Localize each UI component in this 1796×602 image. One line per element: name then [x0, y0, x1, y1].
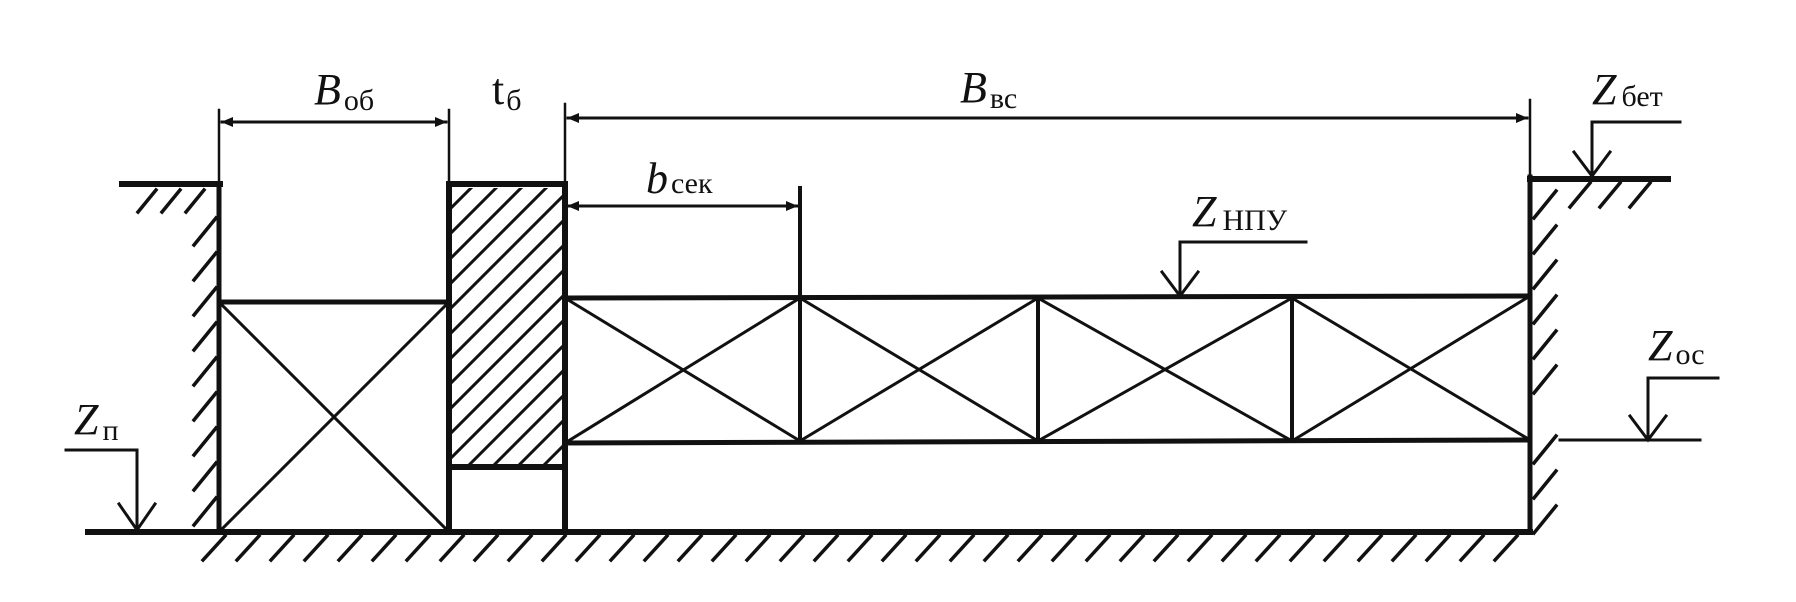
hatch-line	[608, 533, 636, 563]
hatch-line	[451, 188, 549, 286]
hatch-line	[200, 533, 228, 563]
hatch-line	[778, 533, 806, 563]
soil-hatching	[135, 180, 1653, 536]
hatch-line	[569, 165, 869, 465]
section-crosses	[562, 293, 1533, 446]
hatch-line	[451, 343, 563, 461]
hatch-line	[1118, 533, 1146, 563]
hatch-line	[812, 533, 840, 563]
hatch-line	[1492, 533, 1520, 563]
wall-hatching	[169, 165, 869, 465]
hatch-line	[438, 533, 466, 563]
hatch-line	[472, 533, 500, 563]
hatch-line	[234, 533, 262, 563]
hatch-line	[846, 533, 874, 563]
hatch-line	[466, 368, 563, 465]
hatch-line	[1050, 533, 1078, 563]
level-marker-z-os	[1558, 376, 1720, 443]
level-marker-z-p	[64, 448, 158, 533]
hatch-line	[1186, 533, 1214, 563]
hatch-line	[302, 533, 330, 563]
level-marker-z-npu	[1159, 240, 1308, 299]
label-t-b: tб	[492, 65, 522, 117]
sections-bottom	[562, 437, 1533, 446]
hatch-line	[268, 533, 296, 563]
wall-outline	[446, 181, 568, 535]
hatch-line	[1322, 533, 1350, 563]
hatch-line	[1458, 533, 1486, 563]
sections-top	[562, 293, 1533, 301]
left-block-cross-b	[216, 299, 452, 535]
hatch-line	[451, 188, 499, 236]
hatch-line	[1254, 533, 1282, 563]
hatch-line	[451, 243, 563, 361]
hatch-line	[370, 533, 398, 563]
hatch-line	[914, 533, 942, 563]
hatch-line	[540, 533, 568, 563]
hatch-line	[880, 533, 908, 563]
hatch-line	[676, 533, 704, 563]
hatch-line	[491, 393, 563, 465]
hatch-line	[744, 533, 772, 563]
hatch-line	[1424, 533, 1452, 563]
hatch-line	[1016, 533, 1044, 563]
hatch-line	[982, 533, 1010, 563]
hatch-line	[451, 318, 563, 436]
hatch-line	[948, 533, 976, 563]
hatch-line	[574, 533, 602, 563]
hatch-line	[451, 268, 563, 386]
hatch-line	[1356, 533, 1384, 563]
hatch-line	[506, 533, 534, 563]
hatch-line	[404, 533, 432, 563]
hatch-line	[710, 533, 738, 563]
hatch-line	[451, 188, 524, 261]
hatch-line	[642, 533, 670, 563]
hatch-line	[336, 533, 364, 563]
hatch-line	[1390, 533, 1418, 563]
hatch-line	[451, 218, 563, 336]
hatch-line	[1288, 533, 1316, 563]
level-marker-z-bet	[1571, 120, 1682, 179]
bottom-soil-hatching	[200, 533, 1520, 563]
hatch-line	[1220, 533, 1248, 563]
hatch-line	[169, 165, 469, 465]
hatch-line	[451, 193, 563, 311]
hatch-line	[451, 293, 563, 411]
hatch-line	[1084, 533, 1112, 563]
hatch-line	[1152, 533, 1180, 563]
